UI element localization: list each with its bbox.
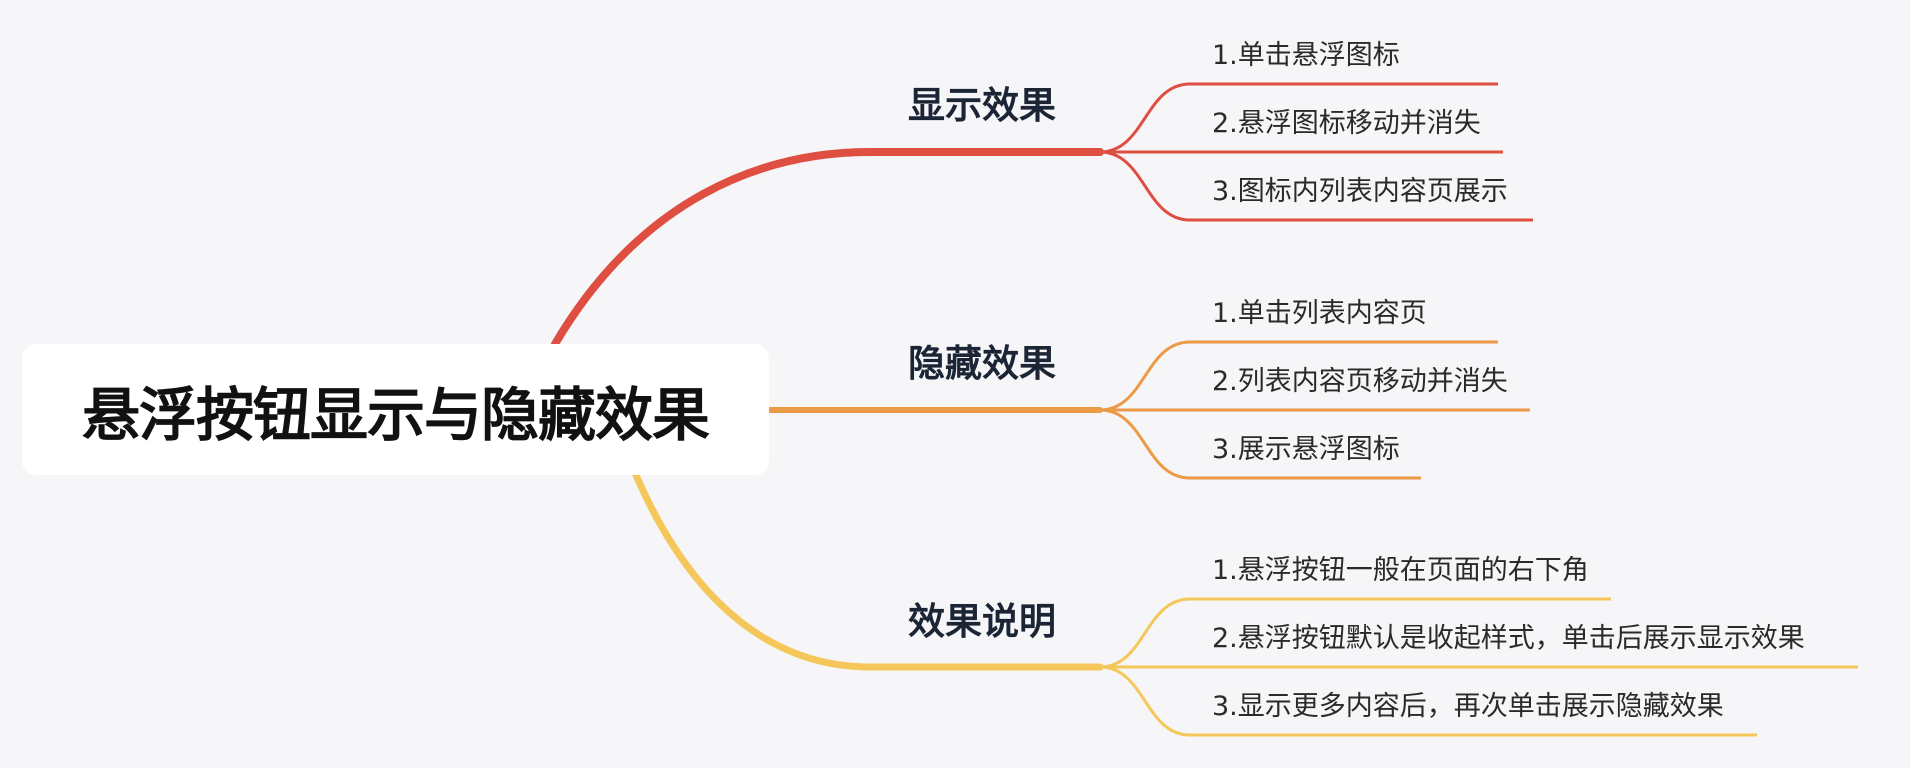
connector-branch-2-leaf-1 <box>1099 340 1498 412</box>
leaf-label[interactable]: 3.展示悬浮图标 <box>1212 434 1400 465</box>
leaf-label[interactable]: 2.悬浮图标移动并消失 <box>1212 108 1481 139</box>
branch-label-hide-effect[interactable]: 隐藏效果 <box>908 342 1056 385</box>
leaf-label[interactable]: 2.列表内容页移动并消失 <box>1212 366 1508 397</box>
connector-branch-1-leaf-3 <box>1099 150 1533 222</box>
connector-branch-1-leaf-1 <box>1099 82 1498 154</box>
connector-branch-3-leaf-1 <box>1099 597 1611 669</box>
connector-root-to-branch-1 <box>551 148 1104 348</box>
connector-branch-2-leaf-3 <box>1099 408 1421 480</box>
root-title: 悬浮按钮显示与隐藏效果 <box>81 380 710 449</box>
branch-label-effect-notes[interactable]: 效果说明 <box>908 600 1056 643</box>
connector-branch-3-leaf-3 <box>1099 665 1757 737</box>
leaf-label[interactable]: 3.图标内列表内容页展示 <box>1212 176 1508 207</box>
connector-root-to-branch-3 <box>632 471 1104 671</box>
leaf-label[interactable]: 2.悬浮按钮默认是收起样式，单击后展示显示效果 <box>1212 623 1805 654</box>
leaf-label[interactable]: 3.显示更多内容后，再次单击展示隐藏效果 <box>1212 691 1724 722</box>
leaf-label[interactable]: 1.单击列表内容页 <box>1212 298 1427 329</box>
branch-label-show-effect[interactable]: 显示效果 <box>908 84 1056 127</box>
root-node[interactable]: 悬浮按钮显示与隐藏效果 <box>22 344 769 475</box>
leaf-label[interactable]: 1.单击悬浮图标 <box>1212 40 1400 71</box>
leaf-label[interactable]: 1.悬浮按钮一般在页面的右下角 <box>1212 555 1589 586</box>
